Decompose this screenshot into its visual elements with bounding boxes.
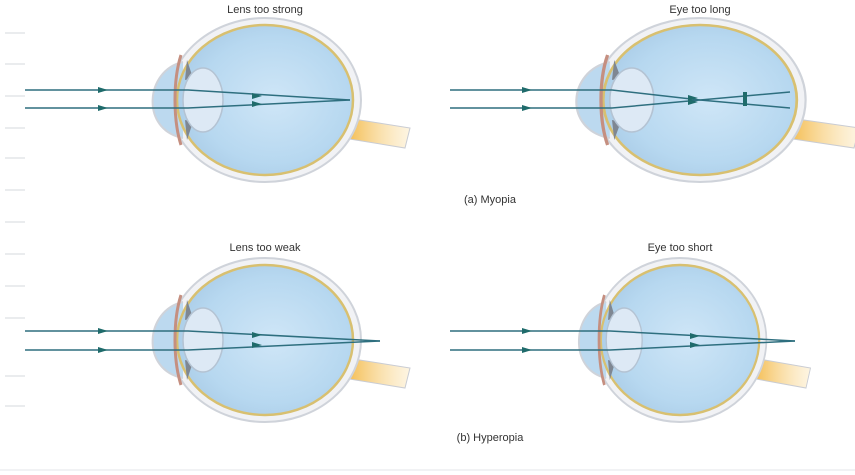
- ray-arrows: [522, 87, 747, 111]
- ruler-ticks: [5, 32, 25, 407]
- caption-hyperopia: (b) Hyperopia: [457, 432, 525, 444]
- eye-too-short: [450, 256, 812, 424]
- light-rays: [450, 330, 796, 351]
- light-rays: [25, 330, 381, 351]
- eye-lens-too-strong: [25, 16, 412, 184]
- ray-arrows: [98, 328, 262, 353]
- title-lens-too-strong: Lens too strong: [227, 4, 303, 16]
- light-rays: [25, 89, 351, 109]
- caption-myopia: (a) Myopia: [464, 194, 517, 206]
- eye-lens-too-weak: [25, 256, 412, 424]
- ray-arrows: [522, 328, 700, 353]
- eye-too-long: [450, 16, 855, 184]
- title-eye-too-short: Eye too short: [648, 242, 713, 254]
- title-eye-too-long: Eye too long: [669, 4, 730, 16]
- ray-arrows: [98, 87, 262, 111]
- title-lens-too-weak: Lens too weak: [230, 242, 301, 254]
